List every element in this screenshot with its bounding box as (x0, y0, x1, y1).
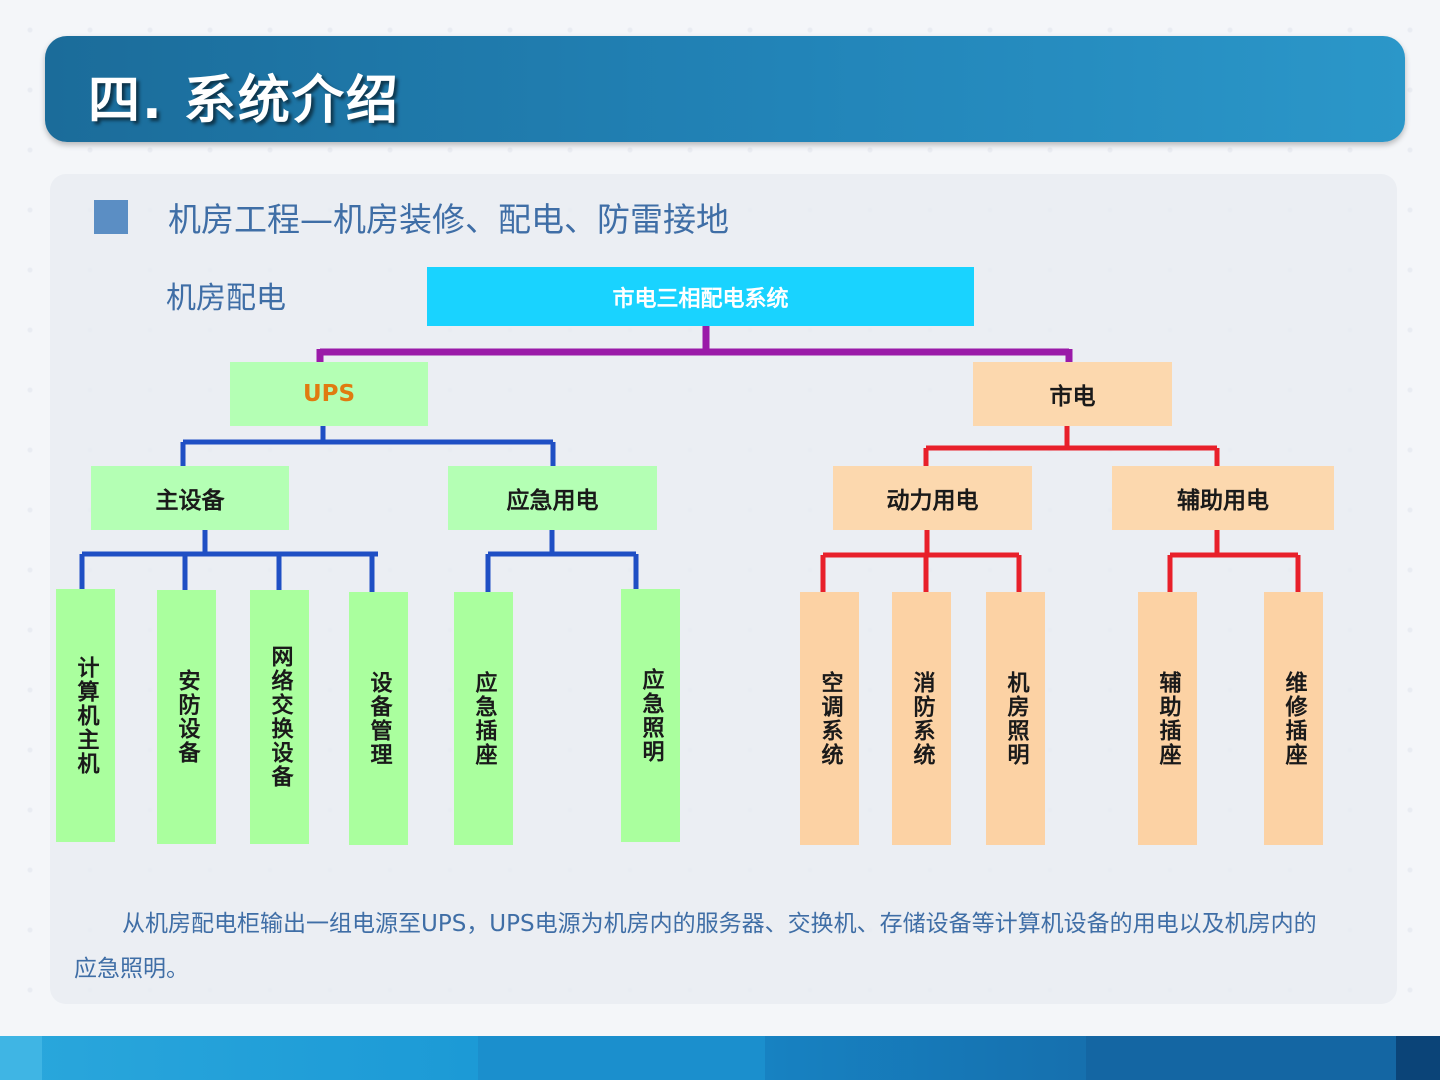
section-subtitle: 机房工程—机房装修、配电、防雷接地 (168, 200, 729, 239)
red-connectors (820, 425, 1301, 593)
node-aux-usage: 辅助用电 (1112, 466, 1334, 530)
footer-bar (0, 1036, 1440, 1080)
node-aux-usage-label: 辅助用电 (1177, 488, 1269, 514)
footer-segment-1 (0, 1036, 42, 1080)
leaf-aircon: 空调系统 (800, 592, 859, 845)
leaf-emergency-light: 应急照明 (621, 589, 680, 842)
leaf-security-label: 安防设备 (174, 669, 200, 765)
leaf-network-switch-label: 网络交换设备 (267, 645, 293, 789)
node-ups-label: UPS (302, 381, 356, 407)
leaf-emergency-socket: 应急插座 (454, 592, 513, 845)
section-label: 机房配电 (166, 281, 286, 316)
leaf-computer-host: 计算机主机 (56, 589, 115, 842)
leaf-emergency-socket-label: 应急插座 (471, 670, 497, 767)
page-title: 四. 系统介绍 (88, 71, 400, 131)
leaf-device-mgmt: 设备管理 (349, 592, 408, 845)
leaf-room-light-label: 机房照明 (1003, 670, 1029, 767)
title-bar (45, 36, 1405, 142)
node-city-power-label: 市电 (1049, 384, 1096, 410)
node-emergency-power-label: 应急用电 (506, 488, 599, 514)
leaf-aux-socket: 辅助插座 (1138, 592, 1197, 845)
leaf-emergency-light-label: 应急照明 (638, 667, 664, 764)
leaf-security: 安防设备 (157, 590, 216, 844)
purple-connectors (316, 325, 1073, 364)
leaf-repair-socket: 维修插座 (1264, 592, 1323, 845)
leaf-fire: 消防系统 (892, 592, 951, 845)
leaf-network-switch: 网络交换设备 (250, 590, 309, 844)
leaf-repair-socket-label: 维修插座 (1281, 670, 1307, 767)
footer-segment-2 (478, 1036, 765, 1080)
footer-segment-3 (1086, 1036, 1396, 1080)
leaf-fire-label: 消防系统 (909, 670, 935, 767)
node-root-label: 市电三相配电系统 (612, 286, 789, 312)
leaf-room-light: 机房照明 (986, 592, 1045, 845)
node-ups: UPS (230, 362, 428, 426)
leaf-aux-socket-label: 辅助插座 (1155, 670, 1181, 767)
leaf-computer-host-label: 计算机主机 (73, 655, 99, 776)
blue-connectors (79, 425, 639, 593)
description-text: 从机房配电柜输出一组电源至UPS，UPS电源为机房内的服务器、交换机、存储设备等… (74, 911, 1317, 982)
node-city-power: 市电 (973, 362, 1172, 426)
footer-segment-4 (1396, 1036, 1440, 1080)
node-emergency-power: 应急用电 (448, 466, 657, 530)
node-main-equipment-label: 主设备 (155, 488, 225, 514)
node-power-usage: 动力用电 (833, 466, 1032, 530)
node-root: 市电三相配电系统 (427, 267, 974, 326)
node-main-equipment: 主设备 (91, 466, 289, 530)
square-bullet-icon (94, 200, 128, 234)
leaf-aircon-label: 空调系统 (817, 670, 843, 767)
leaf-device-mgmt-label: 设备管理 (366, 670, 392, 767)
node-power-usage-label: 动力用电 (886, 488, 979, 514)
